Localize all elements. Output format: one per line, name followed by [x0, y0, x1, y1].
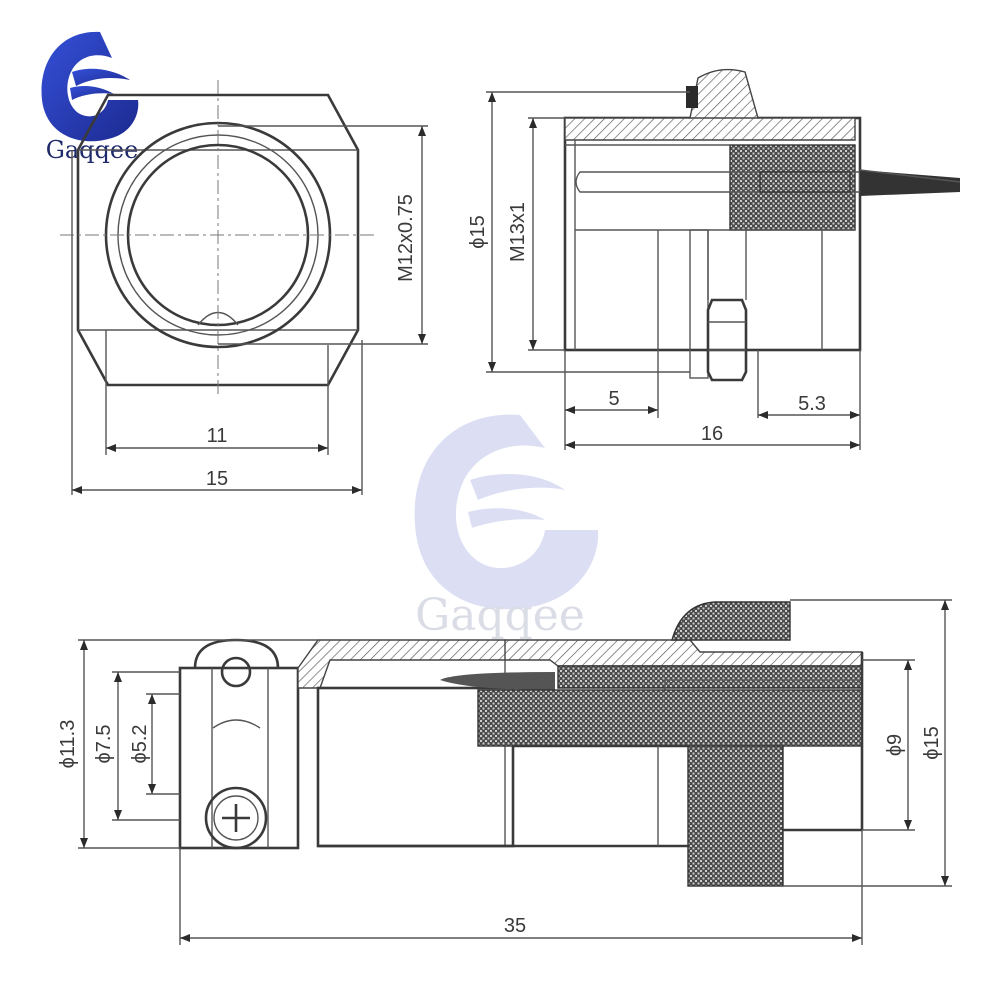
insulator-knurl — [477, 689, 863, 747]
cable-clamp — [178, 666, 300, 850]
dim-thread-m13: M13x1 — [507, 202, 529, 262]
clamp-screw — [204, 786, 268, 850]
dim-5: 5 — [608, 388, 619, 410]
watermark-text: Gaqqee — [415, 590, 585, 641]
dim-16: 16 — [701, 423, 723, 445]
knurled-ring — [687, 745, 784, 887]
dim-phi9: ϕ9 — [884, 734, 906, 756]
dim-phi15-bottom: ϕ15 — [921, 726, 943, 759]
dim-thread-m12: M12x0.75 — [395, 194, 417, 282]
dim-15-front: 15 — [206, 468, 228, 490]
watermark-logo: Gaqqee — [414, 414, 599, 641]
dim-35: 35 — [504, 915, 526, 937]
dim-phi15-side: ϕ15 — [467, 215, 489, 248]
brand-logo: Gaqqee — [41, 31, 138, 164]
dim-phi5-2: ϕ5.2 — [129, 724, 151, 763]
dim-phi11-3: ϕ11.3 — [57, 720, 79, 769]
dim-phi7-5: ϕ7.5 — [93, 724, 115, 763]
dim-5-3: 5.3 — [798, 393, 826, 415]
bottom-view: ϕ11.3 ϕ7.5 ϕ5.2 ϕ9 ϕ15 35 — [57, 599, 952, 945]
front-view: 11 15 M12x0.75 — [60, 80, 428, 495]
side-view: ϕ15 M13x1 5 5.3 16 — [467, 68, 961, 450]
dim-11: 11 — [207, 425, 228, 447]
